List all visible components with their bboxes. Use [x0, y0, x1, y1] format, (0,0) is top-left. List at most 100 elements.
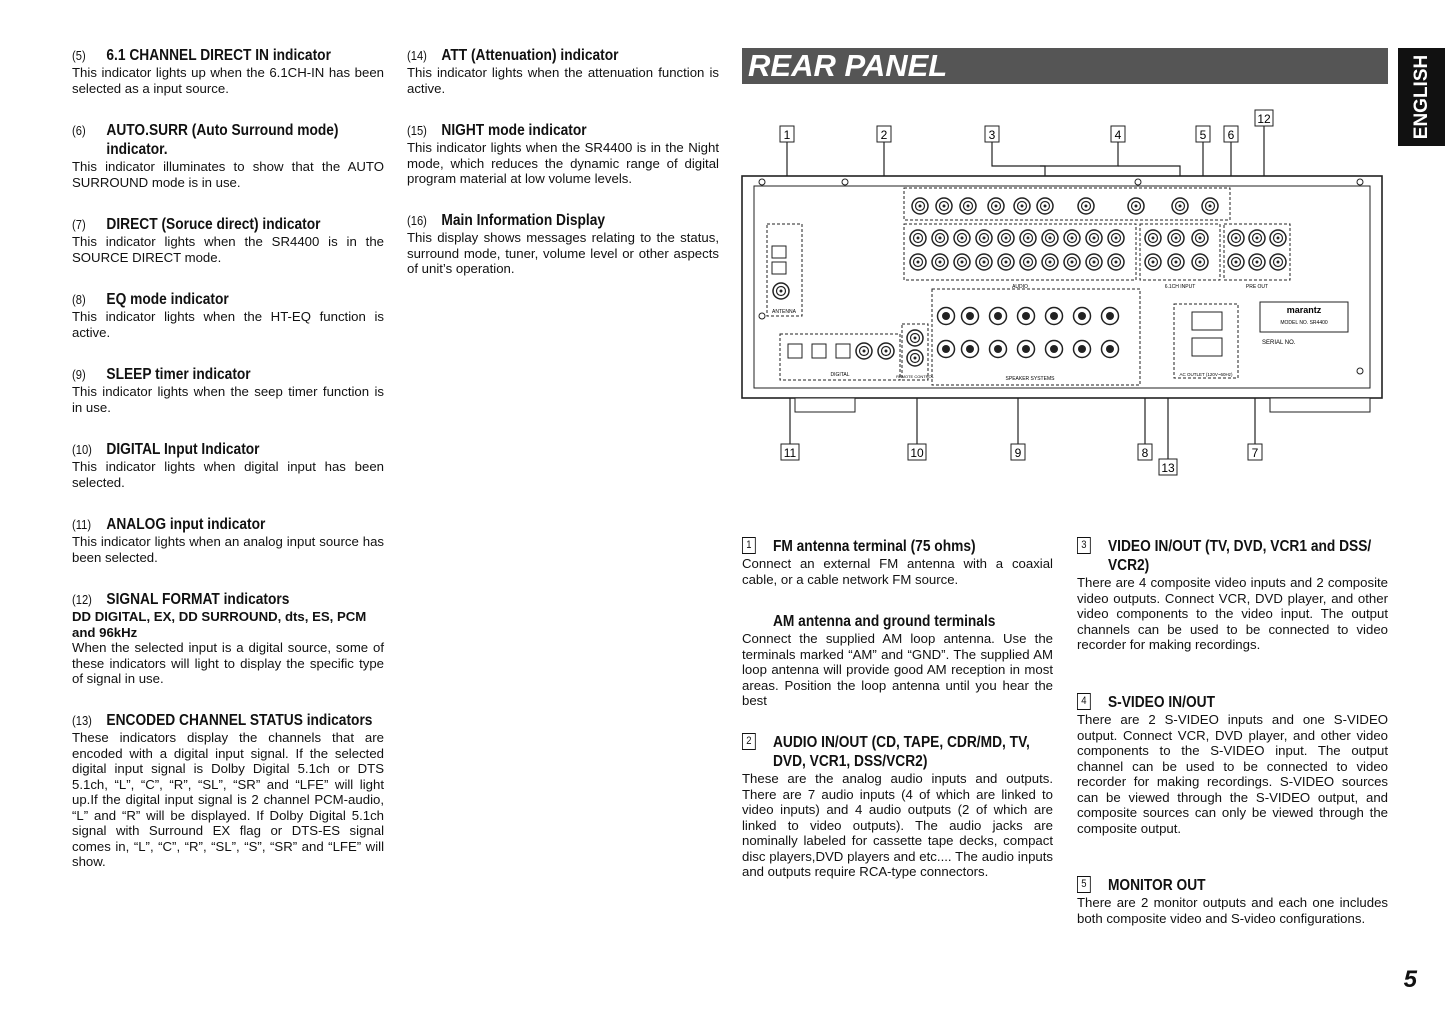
- section-item: 5 MONITOR OUT There are 2 monitor outputs…: [1077, 876, 1388, 926]
- callout-label: 6: [1228, 128, 1235, 142]
- item-title: DIGITAL Input Indicator: [106, 441, 260, 458]
- section-item: (6) AUTO.SURR (Auto Surround mode) indica…: [72, 121, 384, 215]
- item-text: These indicators display the channels th…: [72, 730, 384, 869]
- item-title: SIGNAL FORMAT indicators: [106, 591, 290, 608]
- preout-label: PRE OUT: [1246, 284, 1268, 290]
- callout-label: 4: [1115, 128, 1122, 142]
- section-item: (12) SIGNAL FORMAT indicators DD DIGITAL,…: [72, 590, 384, 711]
- item-text: This indicator lights up when the 6.1CH-…: [72, 65, 384, 96]
- item-title: SLEEP timer indicator: [106, 366, 251, 383]
- item-number: (10): [72, 442, 92, 457]
- callout-label: 7: [1252, 446, 1259, 460]
- page-number: 5: [1403, 966, 1417, 993]
- item-title: VIDEO IN/OUT (TV, DVD, VCR1 and DSS/ VCR…: [1107, 538, 1372, 574]
- rear-panel-diagram: 1 2 3 4 5 6 12 11 10 9 8 13 7 ANTENNA AU…: [741, 109, 1383, 476]
- item-title: NIGHT mode indicator: [441, 122, 587, 139]
- digital-label: DIGITAL: [830, 372, 849, 378]
- item-number: (11): [72, 517, 92, 532]
- item-text: This indicator lights when an analog inp…: [72, 534, 384, 565]
- ch-input-label: 6.1CH INPUT: [1165, 284, 1196, 290]
- section-item: (5) 6.1 CHANNEL DIRECT IN indicator This …: [72, 46, 384, 121]
- audio-label: AUDIO: [1012, 284, 1028, 290]
- item-number: 1: [742, 537, 756, 554]
- item-title: ATT (Attenuation) indicator: [441, 47, 619, 64]
- item-number: 2: [742, 733, 756, 750]
- item-title: 6.1 CHANNEL DIRECT IN indicator: [106, 47, 331, 64]
- item-number: (5): [72, 48, 86, 63]
- antenna-label: ANTENNA: [772, 309, 797, 315]
- item-number: 3: [1077, 537, 1091, 554]
- item-title: FM antenna terminal (75 ohms): [772, 538, 976, 555]
- item-text: This indicator lights when the attenuati…: [407, 65, 719, 96]
- left-column: (5) 6.1 CHANNEL DIRECT IN indicator This …: [72, 46, 384, 870]
- callout-label: 5: [1200, 128, 1207, 142]
- item-number: (9): [72, 367, 86, 382]
- section-item: (13) ENCODED CHANNEL STATUS indicators Th…: [72, 711, 384, 870]
- item-text: This indicator lights when the SR4400 is…: [72, 234, 384, 265]
- model-label: MODEL NO. SR4400: [1280, 320, 1328, 326]
- middle-column: (14) ATT (Attenuation) indicator This ind…: [407, 46, 719, 277]
- item-number: 4: [1077, 693, 1091, 710]
- item-number: (12): [72, 592, 92, 607]
- lower-middle-column: 1 FM antenna terminal (75 ohms) Connect a…: [742, 537, 1053, 880]
- item-number: (8): [72, 292, 86, 307]
- brand-label: marantz: [1287, 305, 1322, 315]
- section-item: (14) ATT (Attenuation) indicator This ind…: [407, 46, 719, 121]
- language-tab: ENGLISH: [1398, 48, 1445, 146]
- item-text: This indicator illuminates to show that …: [72, 159, 384, 190]
- item-text: This indicator lights when digital input…: [72, 459, 384, 490]
- item-number: (6): [72, 123, 86, 138]
- item-number: (13): [72, 713, 92, 728]
- section-item: AM antenna and ground terminals Connect …: [742, 612, 1053, 733]
- item-number: (15): [407, 123, 427, 138]
- callout-label: 2: [881, 128, 888, 142]
- item-text: Connect an external FM antenna with a co…: [742, 556, 1053, 587]
- item-title: Main Information Display: [441, 212, 606, 229]
- item-title: ANALOG input indicator: [106, 516, 266, 533]
- callout-label: 12: [1257, 112, 1271, 126]
- section-item: (10) DIGITAL Input Indicator This indicat…: [72, 440, 384, 515]
- remote-label: REMOTE CONTROL: [896, 374, 935, 379]
- item-number: (7): [72, 217, 86, 232]
- item-text: There are 4 composite video inputs and 2…: [1077, 575, 1388, 652]
- section-item: (15) NIGHT mode indicator This indicator …: [407, 121, 719, 211]
- item-text: This display shows messages relating to …: [407, 230, 719, 276]
- section-item: 1 FM antenna terminal (75 ohms) Connect a…: [742, 537, 1053, 612]
- item-title: S-VIDEO IN/OUT: [1107, 694, 1215, 711]
- serial-label: SERIAL NO.: [1262, 340, 1296, 346]
- lower-right-column: 3 VIDEO IN/OUT (TV, DVD, VCR1 and DSS/ VC…: [1077, 537, 1388, 926]
- item-text: This indicator lights when the SR4400 is…: [407, 140, 719, 186]
- item-text: When the selected input is a digital sou…: [72, 640, 384, 686]
- rear-panel-banner: REAR PANEL: [742, 48, 1388, 84]
- item-text: These are the analog audio inputs and ou…: [742, 771, 1053, 879]
- callout-label: 9: [1015, 446, 1022, 460]
- item-title: MONITOR OUT: [1107, 877, 1206, 894]
- callout-label: 10: [910, 446, 924, 460]
- section-item: (11) ANALOG input indicator This indicato…: [72, 515, 384, 590]
- item-text: Connect the supplied AM loop antenna. Us…: [742, 631, 1053, 708]
- language-tab-label: ENGLISH: [1410, 54, 1432, 140]
- item-text: This indicator lights when the seep time…: [72, 384, 384, 415]
- section-item: 2 AUDIO IN/OUT (CD, TAPE, CDR/MD, TV, DVD…: [742, 733, 1053, 880]
- item-title: AUDIO IN/OUT (CD, TAPE, CDR/MD, TV, DVD,…: [772, 734, 1030, 770]
- item-text: There are 2 S-VIDEO inputs and one S-VID…: [1077, 712, 1388, 836]
- item-title: DIRECT (Soruce direct) indicator: [106, 216, 321, 233]
- item-text: There are 2 monitor outputs and each one…: [1077, 895, 1388, 926]
- callout-label: 3: [989, 128, 996, 142]
- section-item: (9) SLEEP timer indicator This indicator …: [72, 365, 384, 440]
- section-item: (8) EQ mode indicator This indicator ligh…: [72, 290, 384, 365]
- item-title: AUTO.SURR (Auto Surround mode) indicator…: [106, 122, 339, 158]
- section-item: (16)Main Information Display This displa…: [407, 211, 719, 277]
- item-title: EQ mode indicator: [106, 291, 229, 308]
- speakers-label: SPEAKER SYSTEMS: [1006, 376, 1056, 382]
- section-item: (7) DIRECT (Soruce direct) indicator This…: [72, 215, 384, 290]
- ac-outlet-label: AC OUTLET (120V~60Hz): [1179, 372, 1233, 377]
- item-number: (14): [407, 48, 427, 63]
- item-text: This indicator lights when the HT-EQ fun…: [72, 309, 384, 340]
- item-subtitle: DD DIGITAL, EX, DD SURROUND, dts, ES, PC…: [72, 609, 367, 640]
- section-item: 3 VIDEO IN/OUT (TV, DVD, VCR1 and DSS/ VC…: [1077, 537, 1388, 693]
- item-title: ENCODED CHANNEL STATUS indicators: [106, 712, 373, 729]
- item-title: AM antenna and ground terminals: [772, 613, 996, 630]
- callout-label: 8: [1142, 446, 1149, 460]
- item-number: 5: [1077, 876, 1091, 893]
